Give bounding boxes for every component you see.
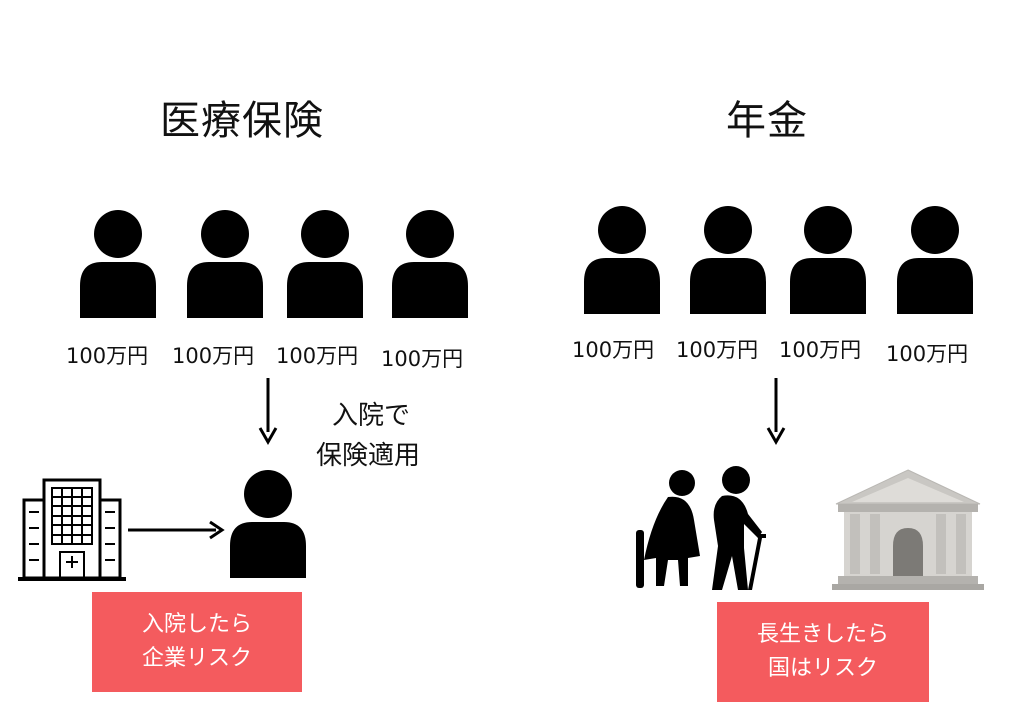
person-icon <box>790 206 866 314</box>
hospitalization-note: 入院で 保険適用 <box>316 396 420 476</box>
person-icon <box>287 210 363 318</box>
state-risk-box: 長生きしたら 国はリスク <box>717 602 929 702</box>
person-icon <box>80 210 156 318</box>
amount-label: 100万円 <box>172 344 255 368</box>
company-risk-box: 入院したら 企業リスク <box>92 592 302 692</box>
note-line: 入院で <box>332 401 411 431</box>
person-icon <box>187 210 263 318</box>
box-line: 企業リスク <box>141 646 252 671</box>
pension-title: 年金 <box>726 98 808 144</box>
person-icon <box>230 470 306 578</box>
box-line: 長生きしたら <box>756 622 889 647</box>
elderly-couple-icon <box>636 466 766 590</box>
person-icon <box>584 206 660 314</box>
amount-label: 100万円 <box>276 344 359 368</box>
bank-building-icon <box>832 469 984 590</box>
person-icon <box>690 206 766 314</box>
person-icon <box>392 210 468 318</box>
arrow-down-icon <box>766 378 786 446</box>
amount-label: 100万円 <box>572 338 655 362</box>
box-line: 入院したら <box>141 612 252 637</box>
amount-label: 100万円 <box>66 344 149 368</box>
medical-insurance-title: 医療保険 <box>160 98 324 144</box>
amount-label: 100万円 <box>676 338 759 362</box>
arrow-right-icon <box>128 520 225 540</box>
person-icon <box>897 206 973 314</box>
note-line: 保険適用 <box>316 441 421 471</box>
box-line: 国はリスク <box>767 656 878 681</box>
amount-label: 100万円 <box>381 347 464 371</box>
amount-label: 100万円 <box>886 342 969 366</box>
hospital-building-icon <box>18 478 126 581</box>
amount-label: 100万円 <box>779 338 862 362</box>
arrow-down-icon <box>258 378 278 446</box>
